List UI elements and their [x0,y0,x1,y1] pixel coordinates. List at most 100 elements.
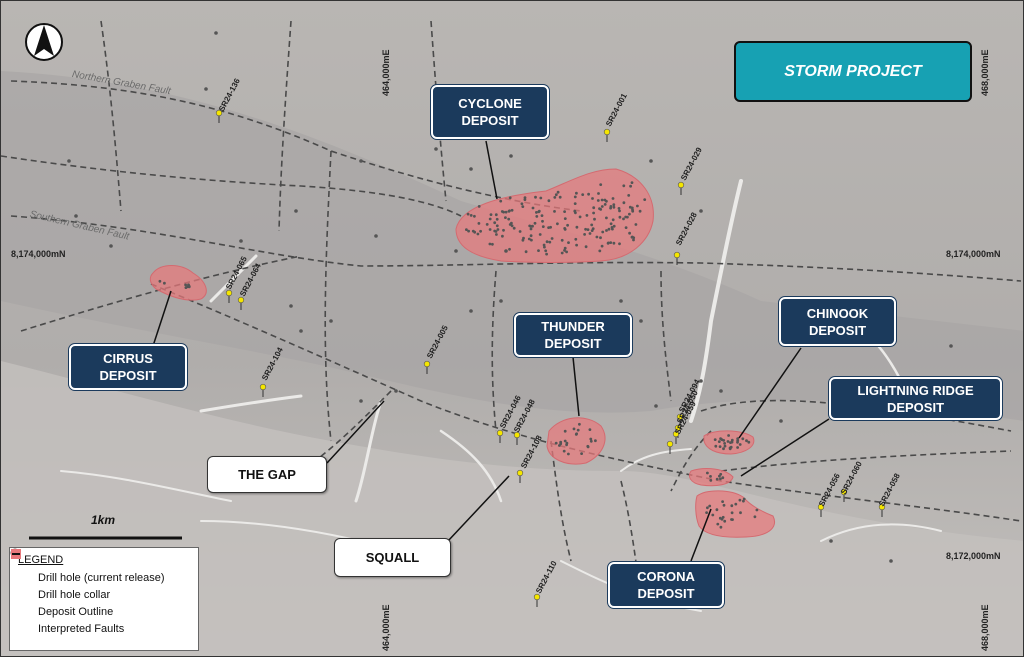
legend-row: Interpreted Faults [12,553,190,637]
drill-collar [630,181,634,185]
project-title: STORM PROJECT [734,41,972,102]
corona-outline [695,490,775,538]
current-release-drill-hole [513,431,521,439]
deposit-outlines [149,168,775,538]
drill-collar [499,199,503,203]
drill-collar [488,242,492,246]
drill-collar [588,428,592,431]
drill-collar [563,210,566,214]
drill-collar [598,207,601,211]
drill-collar [722,439,726,442]
drill-collar [612,203,616,207]
drill-collar [547,226,550,230]
drill-collar [622,201,626,205]
drill-collar [603,203,607,206]
drill-collar [708,504,712,508]
drill-collar [597,192,600,195]
legend-row: Drill hole collar [12,550,190,603]
drill-collar [588,232,592,235]
drill-collar [214,31,218,35]
drill-collar [611,197,615,200]
drill-collar [359,159,363,163]
drill-collar [626,215,629,219]
drill-collar [499,299,503,303]
drill-collar [600,198,604,202]
drill-collar [618,242,621,246]
drill-collar [599,236,602,240]
drill-collar [545,240,549,244]
drill-collar [548,240,552,244]
drill-collar [538,233,542,236]
current-release-drill-hole [259,383,267,391]
drill-collar [550,237,554,240]
drill-collar [610,226,614,229]
drill-collar [542,243,546,247]
drill-collar [719,437,722,441]
thunder-deposit-callout: THUNDER DEPOSIT [514,313,632,357]
scale-bar-label: 1km [91,513,116,527]
drill-collar [504,216,507,220]
drill-collar [580,452,583,455]
drill-collar [467,229,470,233]
legend-label: Deposit Outline [38,605,114,618]
drill-collar [575,432,578,436]
drill-collar [711,513,715,517]
drill-collar [573,202,577,206]
drill-collar [504,249,508,253]
drill-collar [628,231,631,235]
drill-collar [454,249,458,253]
drill-collar [537,249,540,253]
drill-collar [709,479,713,482]
drill-collar [600,244,604,248]
drill-collar [508,247,511,251]
drill-collar [723,442,726,445]
drill-collar [699,209,703,213]
drill-collar [510,208,514,212]
drill-collar [556,222,559,226]
drill-collar [547,199,551,203]
drill-collar [745,439,748,443]
drill-collar [627,194,631,197]
drill-collar [299,329,303,333]
drill-collar [496,228,500,231]
drill-collar [465,228,468,232]
drill-collar [374,234,378,238]
drill-collar [722,503,726,507]
drill-collar [716,522,720,526]
drill-collar [726,440,730,443]
corona-deposit-callout: CORONA DEPOSIT [608,562,724,608]
callout-leaders [152,140,830,562]
drill-collar [742,499,745,503]
drill-collar [599,183,603,187]
drill-collar [649,159,653,163]
drill-collar [540,214,544,218]
current-release-drill-hole [237,296,245,304]
drill-collar [479,229,482,233]
drill-collar [643,198,647,202]
drill-collar [829,539,833,543]
drill-collar [495,217,499,221]
black-dash-icon [12,553,32,635]
drill-collar [567,452,570,456]
drill-collar [729,445,733,449]
drill-collar [531,206,535,210]
drill-collar [719,389,723,393]
drill-collar [539,196,543,200]
current-release-drill-holes [215,109,886,607]
drill-collar [605,229,608,232]
grey-dot-icon [12,550,32,601]
drill-collar [556,190,560,194]
legend-label: Drill hole (current release) [38,571,165,584]
drill-collar [294,209,298,213]
drill-collar [574,237,578,241]
drill-collar [741,437,745,441]
drill-collar [736,440,739,444]
drill-collar [541,225,545,229]
drill-collar [730,440,734,444]
drill-collar [578,215,582,219]
drill-collar [563,249,566,252]
grid-label-468000-bottom: 468,000mE [980,604,990,651]
drill-collar [591,197,594,200]
southern-escarpment [1,361,1023,656]
drill-collar [554,193,558,197]
